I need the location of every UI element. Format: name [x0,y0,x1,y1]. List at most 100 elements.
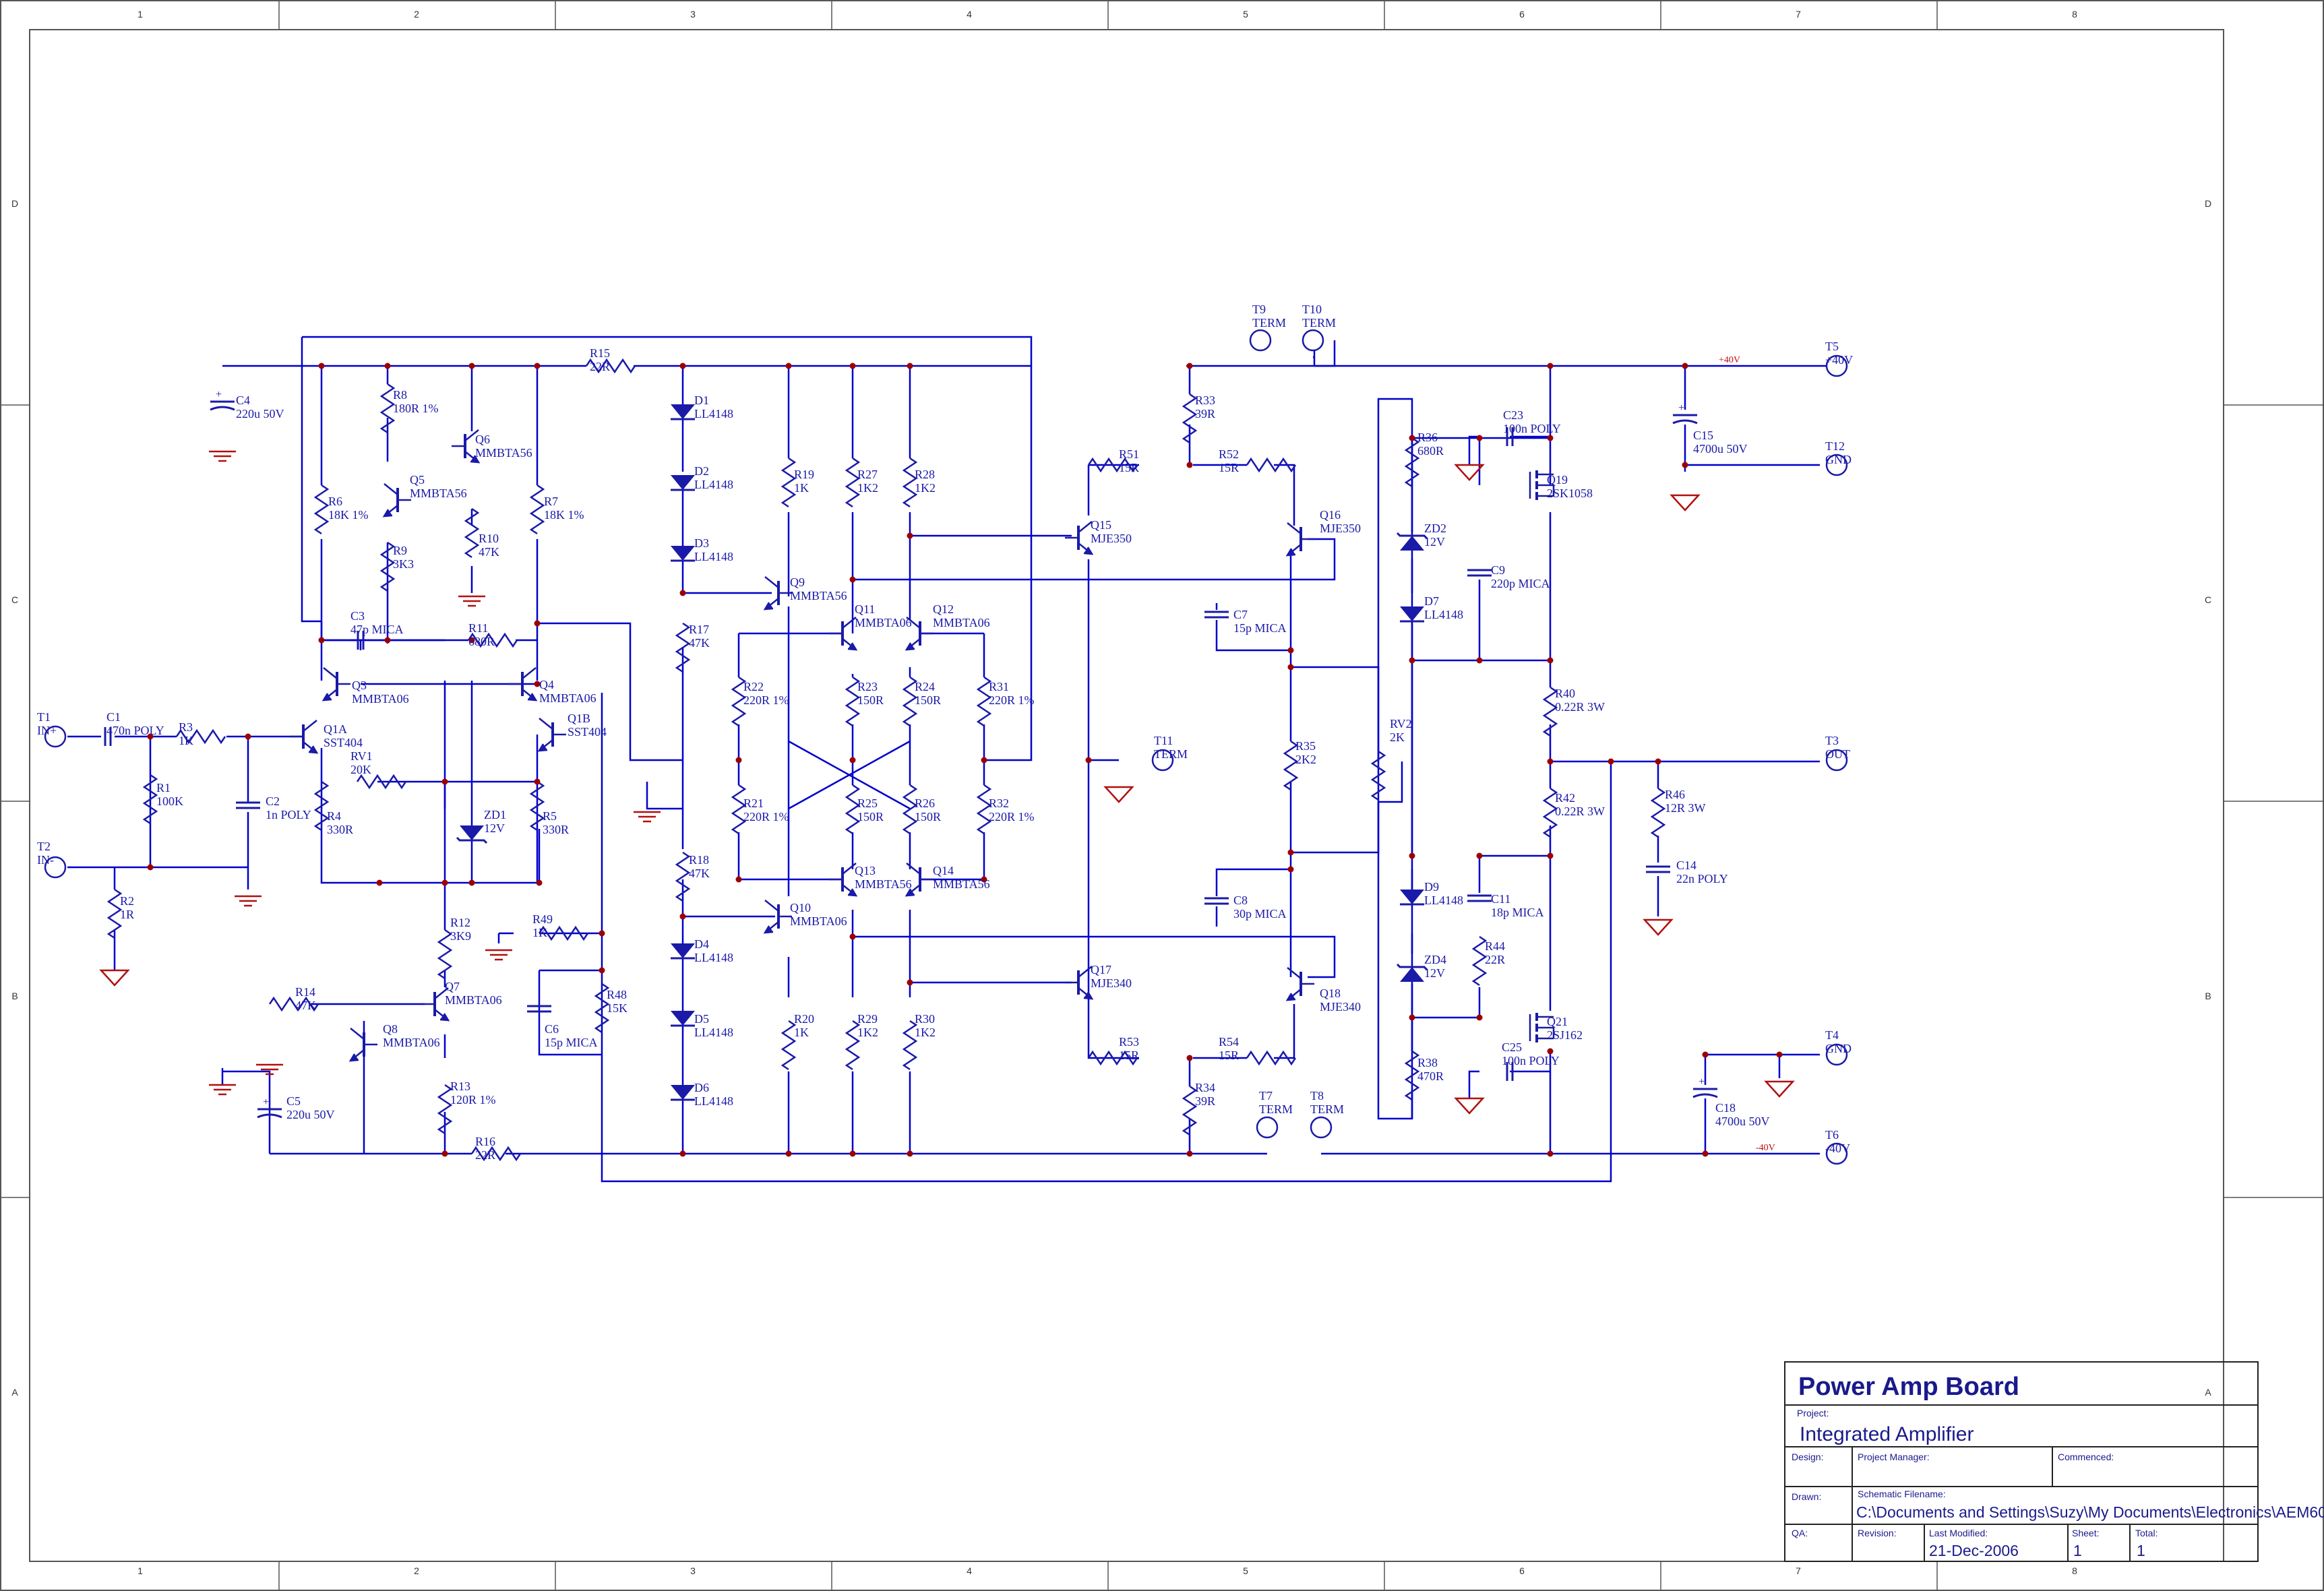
zener-zd2-value: 12V [1424,535,1445,549]
resistor-r3-ref: R3 [179,720,193,734]
resistor-r25 [845,784,861,835]
transistor-q18-ref: Q18 [1320,987,1341,1000]
capacitor-c1-ref: C1 [106,710,121,724]
junction-dot [1287,849,1294,856]
junction-dot [1409,657,1415,664]
resistor-r16-ref: R16 [475,1135,495,1148]
junction-dot [981,876,987,883]
junction-dot [1682,363,1688,369]
resistor-r53-ref: R53 [1119,1035,1139,1049]
ground-symbol [1670,494,1701,511]
title-block-sheet-label: Sheet: [2072,1528,2099,1538]
junction-dot [1476,1014,1483,1021]
resistor-r16 [470,1146,522,1162]
terminal-t5-ref: T5 [1825,340,1839,353]
resistor-r35-ref: R35 [1295,739,1316,753]
resistor-r8-ref: R8 [393,388,407,402]
resistor-r49-ref: R49 [532,912,553,926]
resistor-r6-value: 18K 1% [328,508,369,522]
resistor-r24-ref: R24 [915,680,935,693]
resistor-r15-ref: R15 [590,346,610,360]
capacitor-c23 [1506,427,1514,446]
resistor-r27-value: 1K2 [857,481,878,495]
resistor-r35 [1283,740,1299,791]
junction-dot [1409,1014,1415,1021]
resistor-r2-ref: R2 [120,894,134,908]
transistor-q15-value: MJE350 [1091,532,1132,545]
resistor-r17-ref: R17 [689,623,709,636]
title-block-title: Power Amp Board [1798,1373,2019,1401]
zone-col-7-bottom: 7 [1796,1565,1801,1576]
transistor-q10 [763,900,792,934]
junction-dot [1547,758,1554,765]
resistor-r3 [175,728,226,745]
capacitor-c5: + [257,1096,282,1119]
mosfet-q21-ref: Q21 [1547,1015,1568,1028]
terminal-t8-label: TERM [1310,1102,1344,1116]
resistor-r9-value: 3K3 [393,557,414,571]
component-symbols: ++++ [44,329,1848,1165]
ground-symbol [1764,1080,1795,1098]
resistor-r54-ref: R54 [1219,1035,1239,1049]
terminal-t1-ref: T1 [37,710,51,724]
capacitor-c11 [1467,894,1492,902]
junction-dot [534,778,541,785]
resistor-r19-ref: R19 [794,468,814,481]
junction-dot [1547,435,1554,441]
diode-d2-value: LL4148 [694,478,733,491]
resistor-r40 [1542,686,1558,737]
terminal-t7 [1256,1116,1279,1139]
resistor-r17 [675,622,691,673]
resistor-r9-ref: R9 [393,544,407,557]
title-block-project-label: Project: [1797,1408,1829,1418]
transistor-q1b-value: SST404 [568,725,607,739]
resistor-r33-value: 39R [1195,407,1215,420]
capacitor-c4-ref: C4 [236,394,250,407]
capacitor-c11-ref: C11 [1491,892,1510,906]
capacitor-c8-value: 30p MICA [1233,907,1287,921]
transistor-q13 [829,863,858,897]
resistor-r34 [1182,1085,1198,1136]
diode-d2-ref: D2 [694,464,709,478]
diode-d7 [1400,606,1424,623]
diode-d5 [671,1011,695,1027]
resistor-r1 [142,774,158,825]
resistor-r20-ref: R20 [794,1012,814,1026]
diode-d4 [671,943,695,960]
transistor-q17-ref: Q17 [1091,963,1111,976]
title-block: Power Amp Board Project: Integrated Ampl… [1784,1361,2324,1562]
junction-dot [679,590,686,596]
title-block-sheet: 1 [2073,1542,2082,1559]
resistor-r44 [1471,935,1488,987]
svg-text:+: + [263,1096,269,1108]
transistor-q5 [382,483,411,518]
transistor-q9-ref: Q9 [790,575,805,589]
resistor-r33 [1182,393,1198,444]
resistor-r31-value: 220R 1% [989,693,1035,707]
title-block-project: Integrated Amplifier [1800,1423,1974,1445]
capacitor-c15-ref: C15 [1693,429,1713,442]
junction-dot [468,363,475,369]
capacitor-c2-value: 1n POLY [266,808,311,821]
resistor-r9 [379,541,396,592]
terminal-t7-ref: T7 [1259,1089,1273,1102]
mosfet-q19-value: 2SK1058 [1547,487,1593,500]
junction-dot [468,637,475,644]
terminal-t4-label: GND [1825,1042,1852,1055]
junction-dot [1476,852,1483,859]
resistor-r51-ref: R51 [1119,447,1139,461]
resistor-r17-value: 47K [689,636,710,650]
ground-symbol [458,595,485,607]
junction-dot [536,879,543,886]
transistor-q8-ref: Q8 [383,1022,398,1036]
junction-dot [1776,1051,1783,1058]
resistor-r52-ref: R52 [1219,447,1239,461]
resistor-r3-value: 1K [179,734,193,747]
resistor-r52 [1246,457,1297,473]
resistor-r26-ref: R26 [915,797,935,810]
resistor-r23 [845,676,861,727]
resistor-r5 [529,780,545,832]
resistor-r7 [529,484,545,535]
title-block-design-label: Design: [1792,1452,1823,1462]
terminal-t11 [1151,749,1174,772]
